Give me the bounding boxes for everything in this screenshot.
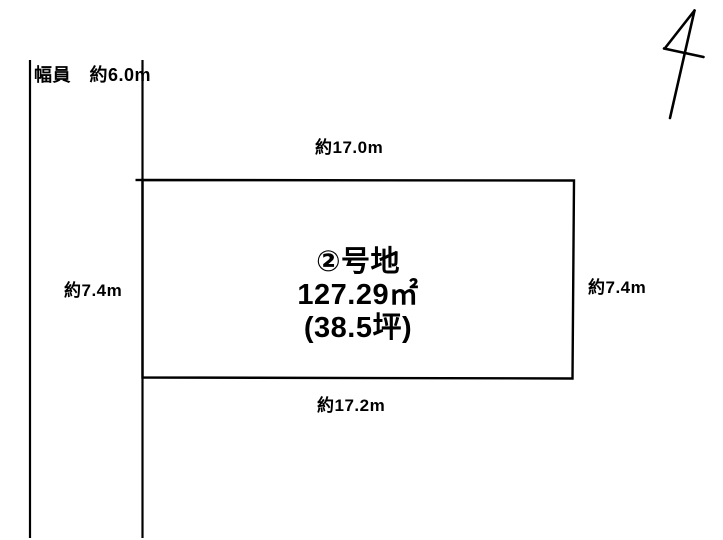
north-arrow-crossbar — [662, 47, 705, 59]
road-width-label: 幅員 約6.0m — [34, 65, 152, 85]
dimension-bottom-label: 約17.2m — [317, 396, 386, 415]
dimension-left-label: 約7.4m — [64, 281, 123, 300]
dimension-top-label: 約17.0m — [315, 138, 384, 157]
lot-number-label: ②号地 — [315, 246, 401, 278]
dimension-right-label: 約7.4m — [588, 278, 647, 297]
north-arrow-icon — [662, 9, 705, 120]
lot-area-tsubo-label: (38.5坪) — [303, 312, 413, 344]
lot-area-sqm-label: 127.29㎡ — [297, 279, 419, 311]
north-arrow-head-left — [664, 9, 696, 49]
north-arrow-shaft — [668, 9, 696, 120]
lot-boundary — [141, 178, 576, 380]
lot-info: ②号地 127.29㎡ (38.5坪) — [143, 246, 573, 345]
